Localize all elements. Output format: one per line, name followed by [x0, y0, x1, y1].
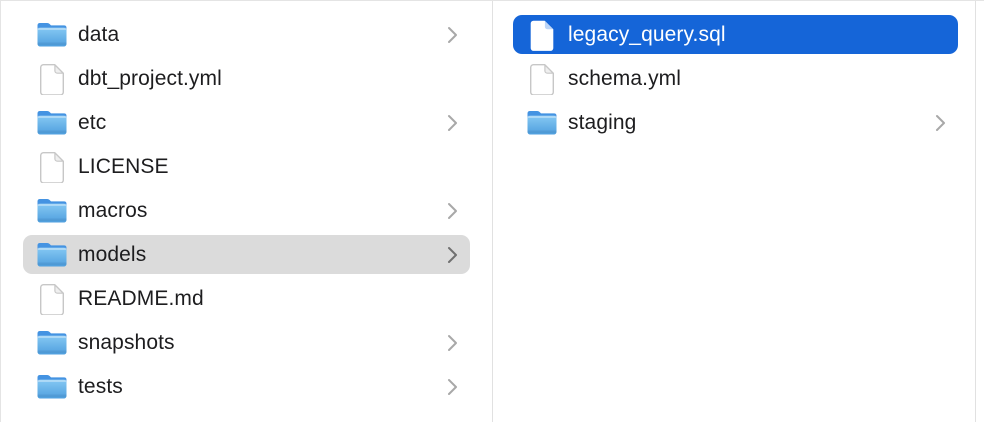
column-1-list: data dbt_project.yml — [1, 1, 493, 422]
item-label: LICENSE — [78, 154, 169, 178]
chevron-right-icon — [447, 114, 458, 132]
document-icon — [36, 151, 68, 183]
item-label: tests — [78, 374, 123, 398]
document-icon — [36, 283, 68, 315]
item-label: legacy_query.sql — [568, 22, 726, 46]
folder-row[interactable]: tests — [23, 367, 470, 406]
file-row[interactable]: legacy_query.sql — [513, 15, 958, 54]
document-icon — [526, 63, 558, 95]
folder-icon — [36, 327, 68, 359]
item-label: snapshots — [78, 330, 175, 354]
chevron-right-icon — [447, 334, 458, 352]
folder-icon — [36, 239, 68, 271]
folder-icon — [36, 371, 68, 403]
item-label: data — [78, 22, 120, 46]
file-row[interactable]: schema.yml — [513, 59, 958, 98]
folder-row[interactable]: snapshots — [23, 323, 470, 362]
item-label: etc — [78, 110, 107, 134]
folder-row[interactable]: data — [23, 15, 470, 54]
item-label: macros — [78, 198, 148, 222]
chevron-right-icon — [935, 114, 946, 132]
item-label: models — [78, 242, 147, 266]
item-label: schema.yml — [568, 66, 682, 90]
folder-row[interactable]: macros — [23, 191, 470, 230]
document-icon — [36, 63, 68, 95]
chevron-right-icon — [447, 246, 458, 264]
file-row[interactable]: dbt_project.yml — [23, 59, 470, 98]
folder-icon — [36, 195, 68, 227]
folder-row[interactable]: models — [23, 235, 470, 274]
file-row[interactable]: README.md — [23, 279, 470, 318]
file-row[interactable]: LICENSE — [23, 147, 470, 186]
document-icon — [526, 19, 558, 51]
folder-icon — [36, 107, 68, 139]
item-label: dbt_project.yml — [78, 66, 222, 90]
column-2-list: legacy_query.sql schema.yml — [493, 1, 976, 422]
item-label: README.md — [78, 286, 204, 310]
column-3-empty — [976, 1, 984, 422]
folder-icon — [36, 19, 68, 51]
chevron-right-icon — [447, 26, 458, 44]
folder-row[interactable]: staging — [513, 103, 958, 142]
folder-row[interactable]: etc — [23, 103, 470, 142]
item-label: staging — [568, 110, 637, 134]
chevron-right-icon — [447, 202, 458, 220]
chevron-right-icon — [447, 378, 458, 396]
folder-icon — [526, 107, 558, 139]
